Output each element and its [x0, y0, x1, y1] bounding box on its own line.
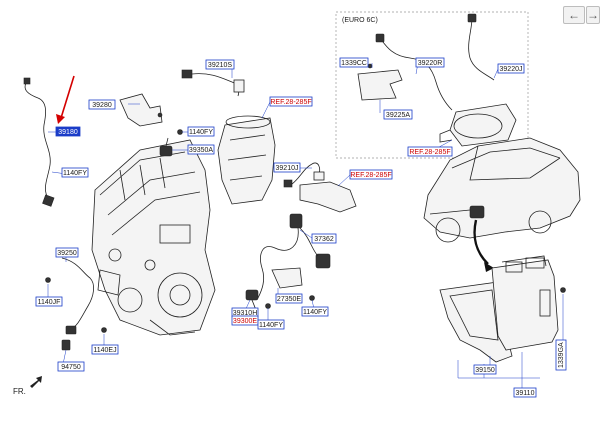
label-39210j[interactable]: 39210J — [276, 165, 299, 172]
label-39300e[interactable]: 39300E — [233, 318, 257, 325]
label-1140fy-c[interactable]: 1140FY — [303, 309, 327, 316]
label-39180[interactable]: 39180 — [58, 129, 78, 136]
label-1140fy-b[interactable]: 1140FY — [63, 170, 87, 177]
bracket-39280 — [119, 93, 163, 127]
label-1140jf[interactable]: 1140JF — [38, 299, 61, 306]
label-39180-box — [55, 126, 81, 137]
label-39225a[interactable]: 39225A — [386, 112, 410, 119]
ecu-39110 — [491, 255, 566, 351]
front-arrow-icon — [30, 376, 42, 388]
label-39350a[interactable]: 39350A — [189, 147, 213, 154]
arrow-right-icon: → — [587, 8, 599, 22]
vehicle-illustration — [423, 137, 581, 272]
label-39310h[interactable]: 39310H — [233, 310, 258, 317]
ref-label-2[interactable]: REF.28-285F — [350, 172, 391, 179]
label-1140fy-a[interactable]: 1140FY — [189, 129, 213, 136]
sensor-94750 — [61, 339, 71, 351]
oxygen-sensor-39210j — [283, 162, 325, 188]
highlight-arrow — [56, 75, 75, 124]
forward-button[interactable]: → — [586, 6, 600, 24]
exhaust-manifold — [217, 115, 276, 205]
back-button[interactable]: ← — [563, 6, 585, 24]
label-39220j[interactable]: 39220J — [500, 66, 523, 73]
bracket-27350e — [271, 267, 303, 289]
sensor-39250 — [45, 257, 107, 335]
label-1339cc[interactable]: 1339CC — [341, 60, 367, 67]
label-39150[interactable]: 39150 — [475, 367, 495, 374]
crankshaft-sensor — [23, 77, 55, 207]
fr-label: FR. — [13, 387, 26, 396]
ref-label-1[interactable]: REF.28-285F — [270, 99, 311, 106]
label-1140ej[interactable]: 1140EJ — [93, 347, 116, 354]
label-1339ga[interactable]: 1339GA — [558, 342, 565, 368]
label-39210s[interactable]: 39210S — [208, 62, 232, 69]
euro-6c-region — [335, 11, 529, 159]
euro-6c-parts — [357, 13, 517, 147]
engine-block — [91, 139, 216, 336]
ref-label-3[interactable]: REF.28-285F — [409, 149, 450, 156]
exhaust-pipe — [299, 181, 357, 213]
label-39250[interactable]: 39250 — [57, 250, 77, 257]
label-39280[interactable]: 39280 — [92, 102, 112, 109]
oxygen-sensor-39210s — [181, 69, 245, 97]
sensor-37362 — [257, 213, 331, 299]
label-39110[interactable]: 39110 — [516, 390, 535, 397]
sensor-39350a — [159, 129, 183, 157]
label-94750[interactable]: 94750 — [61, 364, 81, 371]
arrow-left-icon: ← — [568, 8, 580, 22]
front-orientation: FR. — [13, 376, 42, 396]
label-27350e[interactable]: 27350E — [277, 296, 301, 303]
euro-6c-label: (EURO 6C) — [342, 17, 378, 24]
label-39220r[interactable]: 39220R — [418, 60, 443, 67]
label-37362[interactable]: 37362 — [314, 236, 334, 243]
label-1140fy-d[interactable]: 1140FY — [259, 322, 283, 329]
part-labels: 39180 39210S 39280 1140FY 39350A 1140FY … — [35, 57, 567, 398]
